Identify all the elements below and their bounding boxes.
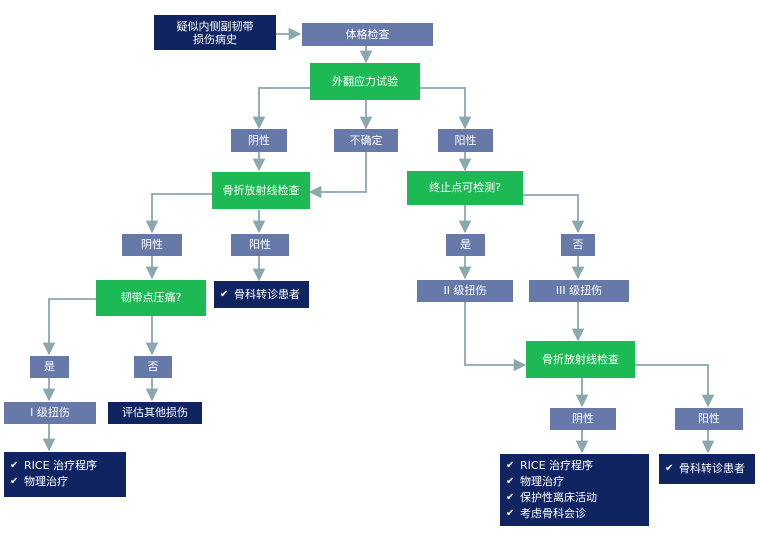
grade3-sprain-box: III 级扭伤 [529, 280, 629, 302]
physical-exam-box: 体格检查 [302, 23, 433, 46]
xray1-positive-box: 阳性 [231, 234, 289, 256]
treatment-item: ✔考虑骨科会诊 [506, 507, 586, 520]
edge-xray2-pos [635, 364, 715, 408]
xray1-negative-box: 阴性 [122, 234, 182, 256]
ligament-tenderness-box: 韧带点压痛? [96, 280, 206, 316]
xray2-treatment-box: ✔RICE 治疗程序 ✔物理治疗 ✔保护性离床活动 ✔考虑骨科会诊 [500, 454, 649, 526]
fracture-xray-box-1: 骨折放射线检查 [212, 172, 310, 209]
edge-xray1-neg [145, 193, 212, 234]
grade1-sprain-box: I 级扭伤 [4, 402, 96, 424]
xray2-negative-box: 阴性 [550, 408, 616, 430]
check-icon: ✔ [665, 463, 674, 474]
edge-valgus-neg [252, 87, 310, 130]
grade1-treatment-box: ✔RICE 治疗程序 ✔物理治疗 [4, 452, 126, 497]
check-icon: ✔ [506, 460, 515, 471]
referral-text: 骨科转诊患者 [679, 462, 745, 475]
check-icon: ✔ [10, 460, 19, 471]
tenderness-yes-box: 是 [30, 356, 69, 378]
treatment-item: ✔RICE 治疗程序 [10, 459, 98, 472]
treatment-item: ✔RICE 治疗程序 [506, 459, 594, 472]
edge-uncertain-xray1 [308, 152, 367, 199]
endpoint-yes-box: 是 [446, 234, 485, 256]
valgus-uncertain-box: 不确定 [334, 129, 398, 152]
grade2-sprain-box: II 级扭伤 [417, 280, 513, 302]
check-icon: ✔ [10, 476, 19, 487]
check-icon: ✔ [220, 288, 229, 300]
valgus-positive-box: 阳性 [438, 129, 493, 152]
edge-endpoint-no [523, 194, 585, 234]
xray2-positive-box: 阳性 [675, 408, 743, 430]
endpoint-no-box: 否 [561, 234, 595, 256]
valgus-negative-box: 阴性 [231, 129, 287, 152]
treatment-item: ✔保护性离床活动 [506, 491, 597, 504]
valgus-stress-test-box: 外翻应力试验 [310, 63, 420, 100]
xray1-referral-box: ✔ 骨科转诊患者 [214, 281, 309, 308]
edge-valgus-pos [420, 87, 472, 130]
xray2-referral-box: ✔ 骨科转诊患者 [659, 454, 755, 484]
fracture-xray-box-2: 骨折放射线检查 [526, 341, 635, 378]
tenderness-no-box: 否 [134, 356, 172, 378]
check-icon: ✔ [506, 492, 515, 503]
start-history-box: 疑似内侧副韧带 损伤病史 [154, 15, 276, 50]
treatment-item: ✔物理治疗 [506, 475, 564, 488]
evaluate-other-injury-box: 评估其他损伤 [108, 402, 202, 424]
check-icon: ✔ [506, 476, 515, 487]
edge-tender-yes [42, 298, 96, 356]
check-icon: ✔ [506, 508, 515, 519]
endpoint-detectable-box: 终止点可检测? [407, 171, 523, 205]
edge-grade2-xray2 [464, 302, 527, 372]
referral-text: 骨科转诊患者 [234, 287, 300, 301]
treatment-item: ✔物理治疗 [10, 475, 68, 488]
